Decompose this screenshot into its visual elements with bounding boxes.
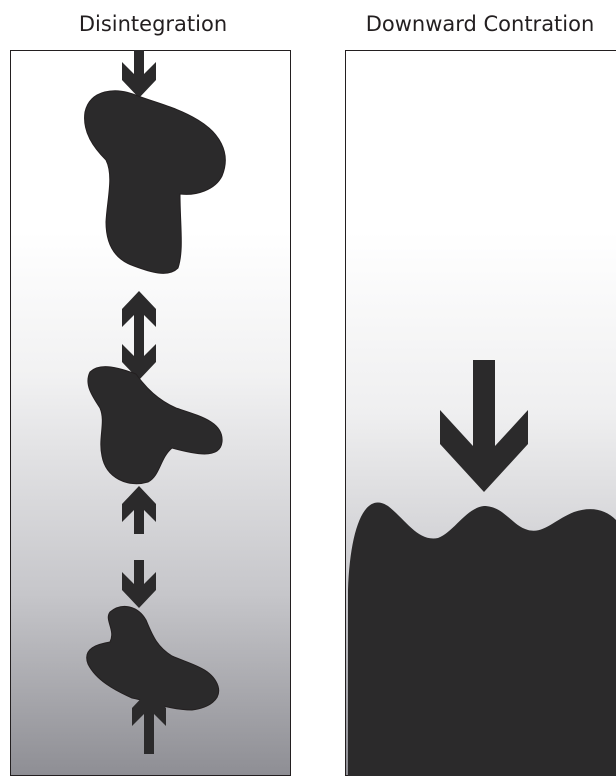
panel-title-disintegration: Disintegration <box>0 12 306 36</box>
panel-title-downward-contraction: Downward Contration <box>344 12 616 36</box>
disintegration-panel <box>10 50 292 776</box>
contracting-mass <box>348 502 616 776</box>
downward-contraction-panel <box>344 50 616 776</box>
